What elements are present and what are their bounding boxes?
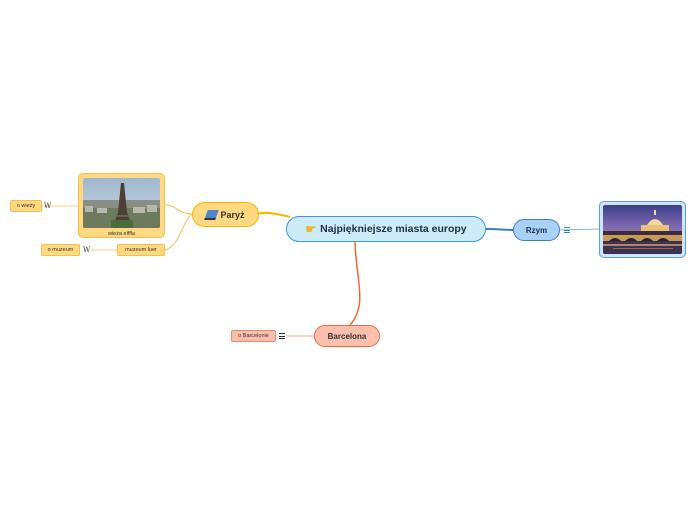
topic-o-wiezy-label: o wieży <box>16 203 36 209</box>
wikipedia-icon[interactable]: W <box>44 202 52 210</box>
note-icon[interactable] <box>279 333 285 339</box>
train-icon <box>204 209 220 220</box>
topic-paris-label: Paryż <box>220 209 245 220</box>
central-topic-label: Najpiękniejsze miasta europy <box>320 223 467 235</box>
topic-rome[interactable]: Rzym <box>513 219 560 241</box>
topic-paris[interactable]: Paryż <box>192 202 259 227</box>
eiffel-caption: wieża eiffla <box>107 231 136 237</box>
pointing-hand-icon: ☛ <box>305 222 317 236</box>
wikipedia-icon[interactable]: W <box>83 246 91 254</box>
rome-vatican-night-photo <box>603 205 682 254</box>
topic-rome-label: Rzym <box>525 225 548 235</box>
eiffel-image-topic[interactable]: wieża eiffla <box>78 173 165 238</box>
topic-o-wiezy[interactable]: o wieży <box>10 200 42 212</box>
topic-o-muzeum[interactable]: o muzeum <box>41 244 80 256</box>
topic-muzeum-label: muzeum luer <box>125 247 157 253</box>
central-topic[interactable]: ☛ Najpiękniejsze miasta europy <box>286 216 486 242</box>
topic-o-muzeum-label: o muzeum <box>47 247 74 253</box>
topic-o-barcelonie[interactable]: o Barcelonie <box>231 330 276 342</box>
eiffel-tower-photo <box>83 178 160 228</box>
topic-barcelona-label: Barcelona <box>327 331 367 341</box>
topic-barcelona[interactable]: Barcelona <box>314 325 380 347</box>
rome-image-topic[interactable] <box>599 201 686 258</box>
note-icon[interactable] <box>564 227 570 233</box>
topic-o-barcelonie-label: o Barcelonie <box>238 333 269 339</box>
topic-muzeum-luer[interactable]: muzeum luer <box>117 244 165 256</box>
